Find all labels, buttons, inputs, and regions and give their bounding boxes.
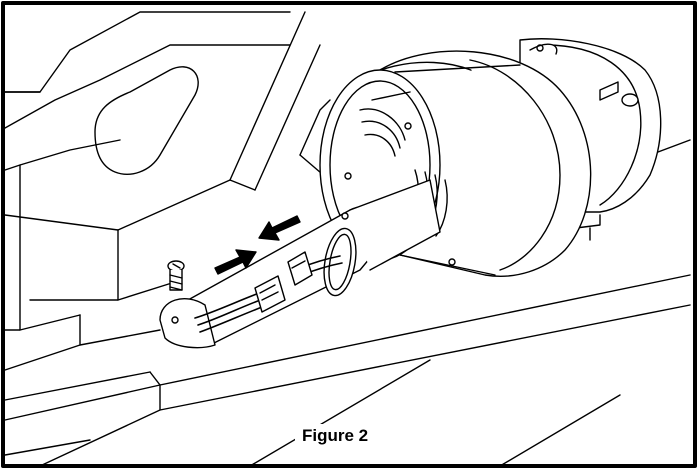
arrow-left-icon	[258, 215, 301, 241]
wire-connector-male[interactable]	[254, 275, 286, 313]
connect-arrows	[214, 215, 301, 275]
base-frame	[4, 11, 321, 371]
figure-caption: Figure 2	[298, 426, 373, 446]
arrow-right-icon	[214, 249, 257, 275]
wire-connector-female[interactable]	[287, 251, 313, 286]
duct-tube[interactable]	[159, 179, 441, 349]
screw[interactable]	[167, 260, 185, 291]
